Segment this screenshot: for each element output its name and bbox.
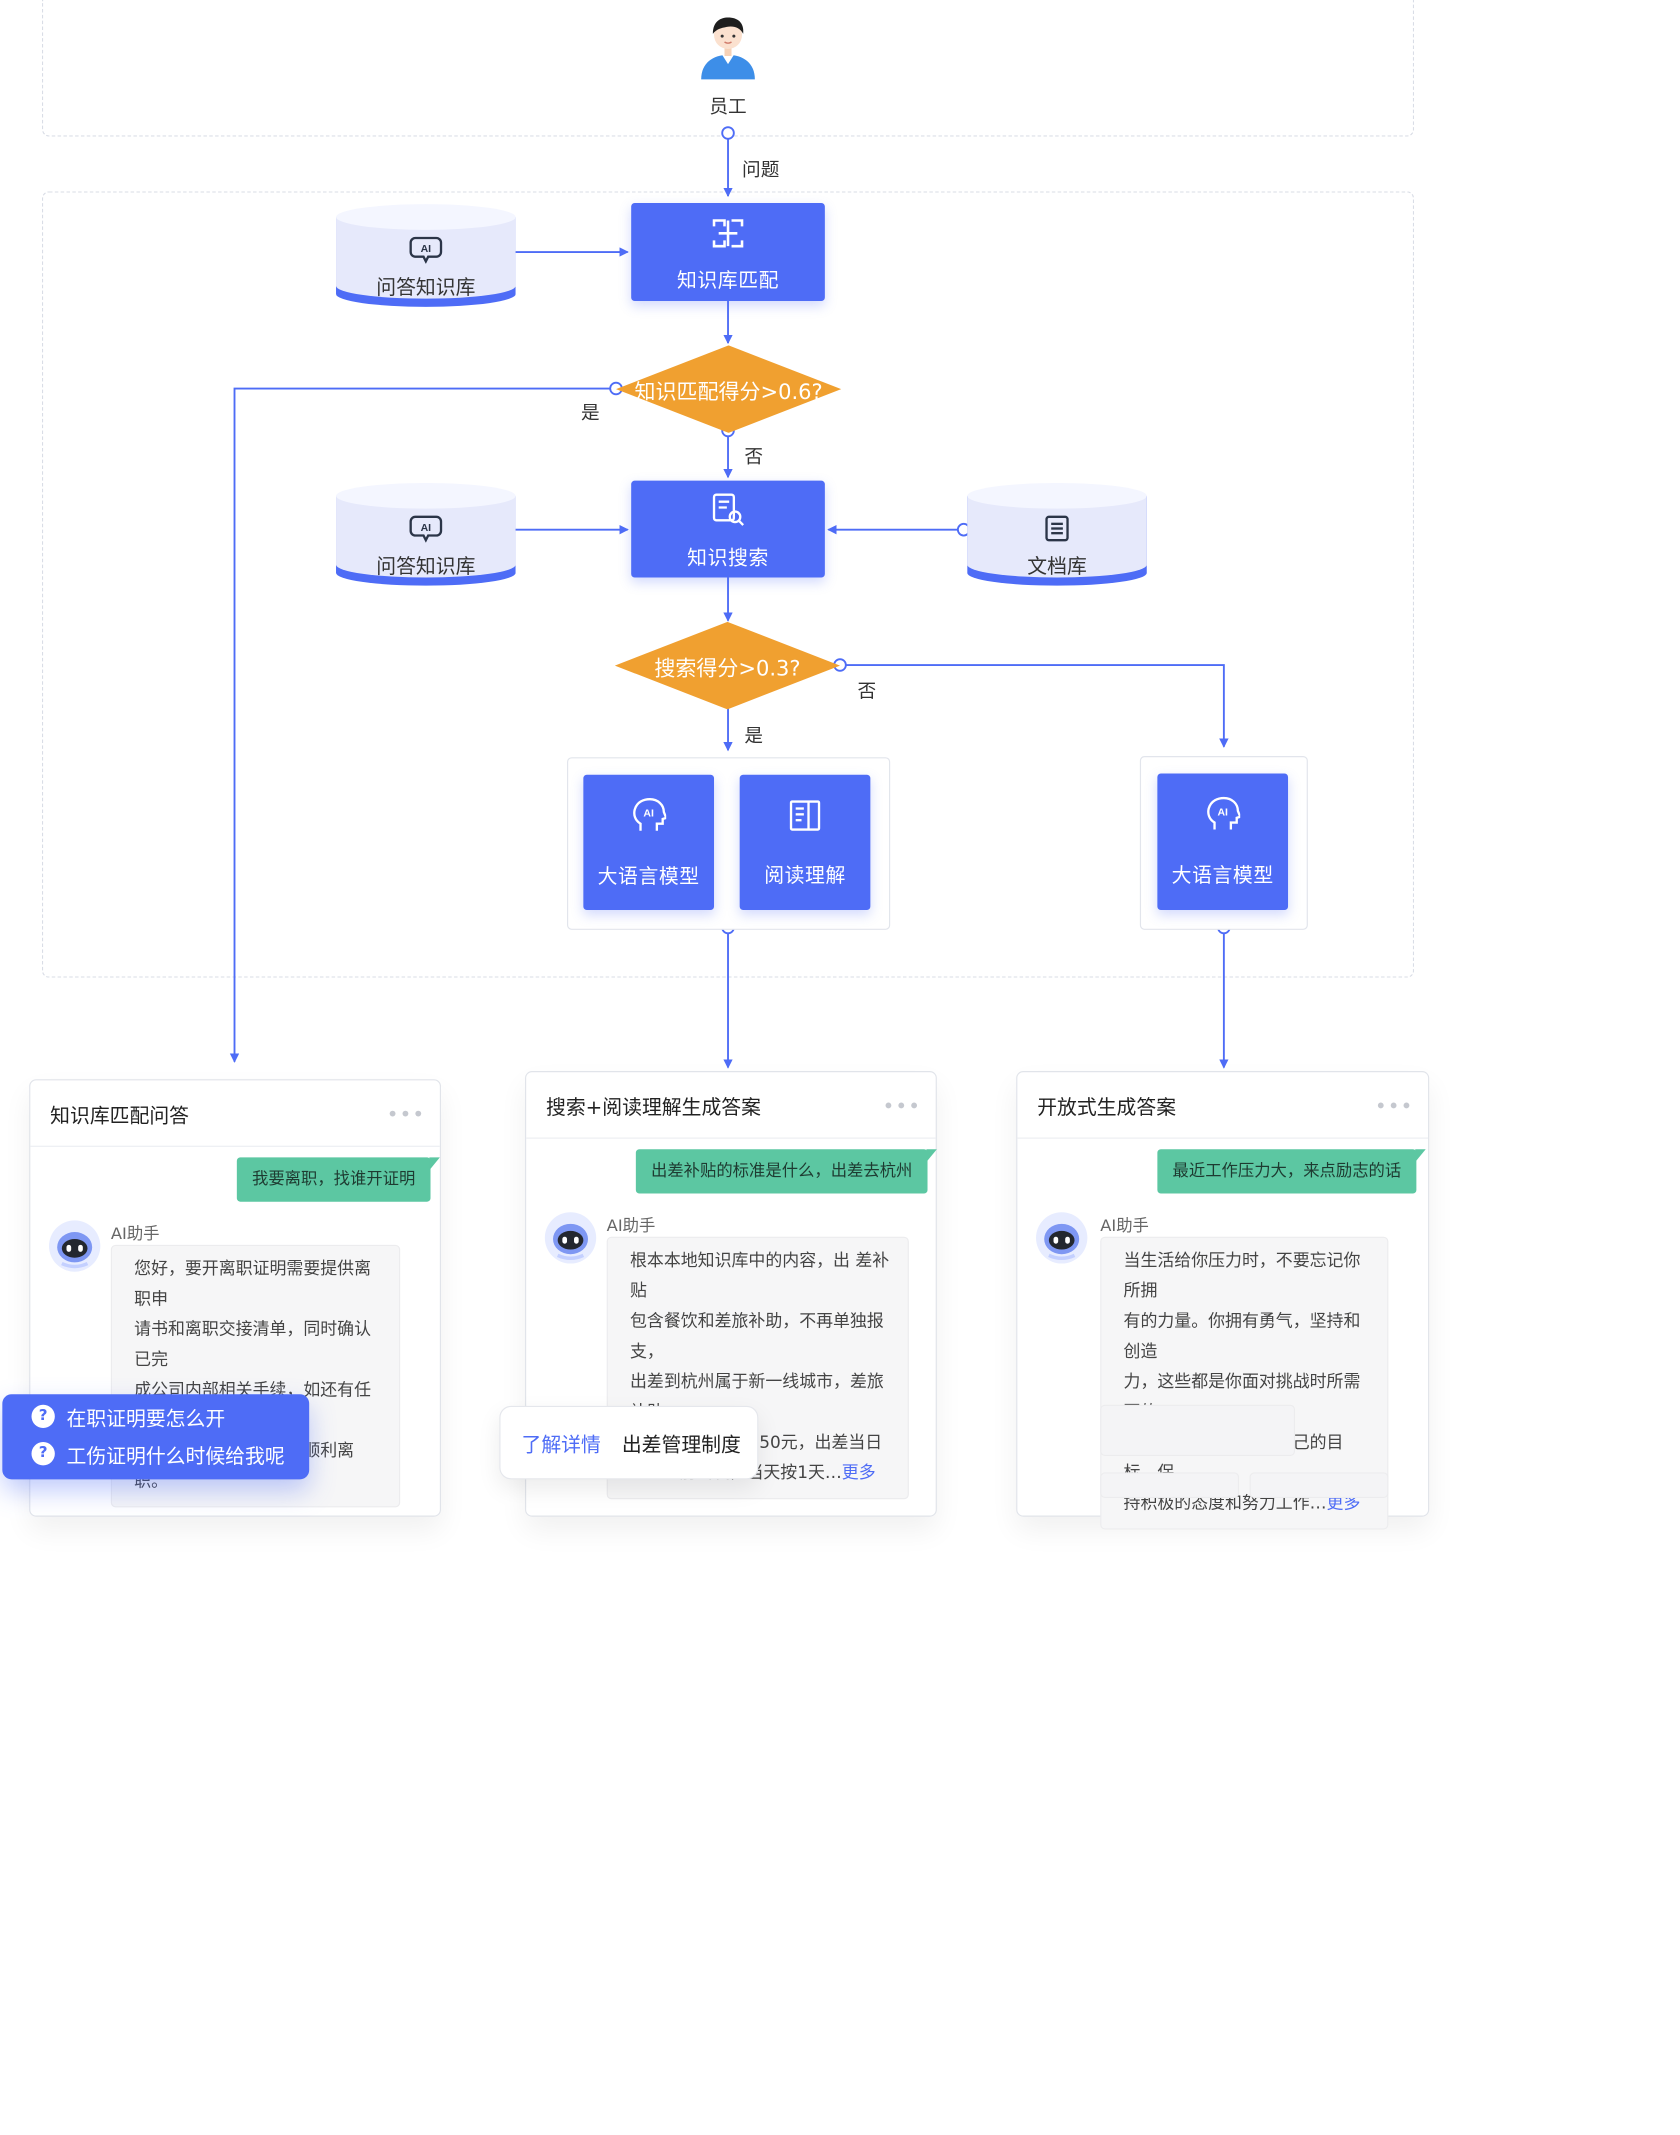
suggested-questions: ? 在职证明要怎么开 ? 工伤证明什么时候给我呢 <box>2 1394 310 1480</box>
loading-placeholder <box>1100 1404 1296 1457</box>
card-1-header: 知识库匹配问答 <box>30 1080 440 1147</box>
ai-reply-line: 您好，要开离职证明需要提供离职申 <box>134 1260 372 1310</box>
ai-head-icon: AI <box>631 796 668 838</box>
ai-assistant-name: AI助手 <box>1100 1216 1149 1236</box>
ai-avatar-icon <box>544 1211 598 1265</box>
edge-label-yes-1: 是 <box>581 401 600 424</box>
document-library: 文档库 <box>967 482 1147 594</box>
card-3-title: 开放式生成答案 <box>1037 1096 1177 1120</box>
ai-reply-line: 持积极的态度和努力工作… <box>1123 1494 1327 1514</box>
decision-2-label: 搜索得分>0.3? <box>654 656 801 682</box>
svg-text:AI: AI <box>421 522 432 534</box>
user-message: 最近工作压力大，来点励志的话 <box>1157 1149 1426 1194</box>
ai-assistant-name: AI助手 <box>110 1225 160 1244</box>
svg-text:AI: AI <box>421 243 432 255</box>
ai-reply-line: 有的力量。你拥有勇气，坚持和创造 <box>1123 1312 1361 1362</box>
card-3-header: 开放式生成答案 <box>1017 1072 1429 1139</box>
edge-label-question: 问题 <box>742 158 780 181</box>
edge-label-no-1: 否 <box>744 445 764 468</box>
user-message: 出差补贴的标准是什么，出差去杭州 <box>635 1149 937 1194</box>
edge-label-yes-2: 是 <box>744 724 764 747</box>
ai-reply-line: 根本本地知识库中的内容，出 差补贴 <box>630 1251 890 1301</box>
book-icon <box>788 797 823 837</box>
llm-node-2: AI 大语言模型 <box>1157 773 1289 911</box>
more-link[interactable]: 更多 <box>1326 1494 1361 1514</box>
card-1-title: 知识库匹配问答 <box>50 1104 190 1128</box>
question-icon: ? <box>31 1442 55 1466</box>
decision-diamond-1 <box>616 345 842 433</box>
chat-card-open-gen: 开放式生成答案 最近工作压力大，来点励志的话 AI助手 当生活给你压力时，不要忘… <box>1016 1071 1430 1530</box>
llm-1-label: 大语言模型 <box>597 865 700 889</box>
wire-decision2-no <box>840 664 1229 748</box>
qa-kb-1-label: 问答知识库 <box>376 276 476 300</box>
ai-chat-icon: AI <box>408 515 443 543</box>
reading-node: 阅读理解 <box>739 774 871 911</box>
suggested-question[interactable]: ? 工伤证明什么时候给我呢 <box>2 1432 309 1476</box>
loading-placeholder <box>1100 1472 1240 1499</box>
chat-card-search-read: 搜索+阅读理解生成答案 出差补贴的标准是什么，出差去杭州 AI助手 根本本地知识… <box>525 1071 937 1517</box>
loading-placeholder <box>1249 1472 1389 1499</box>
kb-search-label: 知识搜索 <box>687 547 769 571</box>
detail-doc[interactable]: 出差管理制度 <box>621 1433 741 1458</box>
ai-avatar-icon <box>1035 1211 1089 1265</box>
ai-reply-line: 请书和离职交接清单，同时确认已完 <box>134 1320 372 1370</box>
doc-search-icon <box>711 492 746 532</box>
ai-reply-line: 当生活给你压力时，不要忘记你所拥 <box>1123 1251 1361 1301</box>
detail-link[interactable]: 了解详情 <box>521 1433 601 1458</box>
kb-match-label: 知识库匹配 <box>676 268 780 293</box>
qa-kb-2-label: 问答知识库 <box>376 555 476 579</box>
more-menu-icon[interactable] <box>885 1102 918 1109</box>
suggested-question-text: 在职证明要怎么开 <box>66 1407 226 1431</box>
ai-head-icon: AI <box>1205 796 1242 838</box>
llm-node-1: AI 大语言模型 <box>583 774 715 911</box>
decision-diamond-2 <box>614 621 841 710</box>
qa-knowledge-base-1: AI 问答知识库 <box>336 203 516 315</box>
question-icon: ? <box>31 1404 55 1429</box>
knowledge-search-node: 知识搜索 <box>631 480 825 578</box>
match-icon <box>711 216 746 253</box>
ai-chat-icon: AI <box>408 236 443 264</box>
doc-lib-label: 文档库 <box>1027 555 1087 579</box>
llm-2-label: 大语言模型 <box>1171 864 1274 888</box>
chat-card-kb-match: 知识库匹配问答 我要离职，找谁开证明 AI助手 您好，要开离职证明需要提供离职申… <box>29 1079 442 1517</box>
decision-1-label: 知识匹配得分>0.6? <box>634 380 823 405</box>
svg-text:AI: AI <box>1217 807 1228 819</box>
reading-label: 阅读理解 <box>764 863 846 888</box>
more-menu-icon[interactable] <box>389 1110 422 1117</box>
ai-avatar-icon <box>48 1219 102 1273</box>
edge-label-no-2: 否 <box>857 680 877 703</box>
ai-reply-line: 包含餐饮和差旅补助，不再单独报支， <box>630 1312 884 1362</box>
wire-decision1-yes <box>229 387 617 1063</box>
user-message: 我要离职，找谁开证明 <box>236 1157 440 1202</box>
more-link[interactable]: 更多 <box>841 1464 876 1483</box>
suggested-question-text: 工伤证明什么时候给我呢 <box>66 1444 285 1469</box>
more-menu-icon[interactable] <box>1377 1102 1410 1109</box>
knowledge-match-node: 知识库匹配 <box>631 203 825 302</box>
detail-popover: 了解详情 出差管理制度 <box>499 1405 759 1480</box>
employee-label: 员工 <box>709 95 747 118</box>
employee-avatar-icon <box>697 9 760 81</box>
card-2-header: 搜索+阅读理解生成答案 <box>526 1072 936 1139</box>
suggested-question[interactable]: ? 在职证明要怎么开 <box>2 1394 309 1438</box>
ai-reply: 根本本地知识库中的内容，出 差补贴 包含餐饮和差旅补助，不再单独报支， 出差到杭… <box>606 1236 909 1500</box>
qa-knowledge-base-2: AI 问答知识库 <box>336 482 516 594</box>
document-icon <box>1040 515 1075 543</box>
svg-text:AI: AI <box>643 807 654 819</box>
card-2-title: 搜索+阅读理解生成答案 <box>546 1096 761 1120</box>
ai-assistant-name: AI助手 <box>606 1216 656 1236</box>
